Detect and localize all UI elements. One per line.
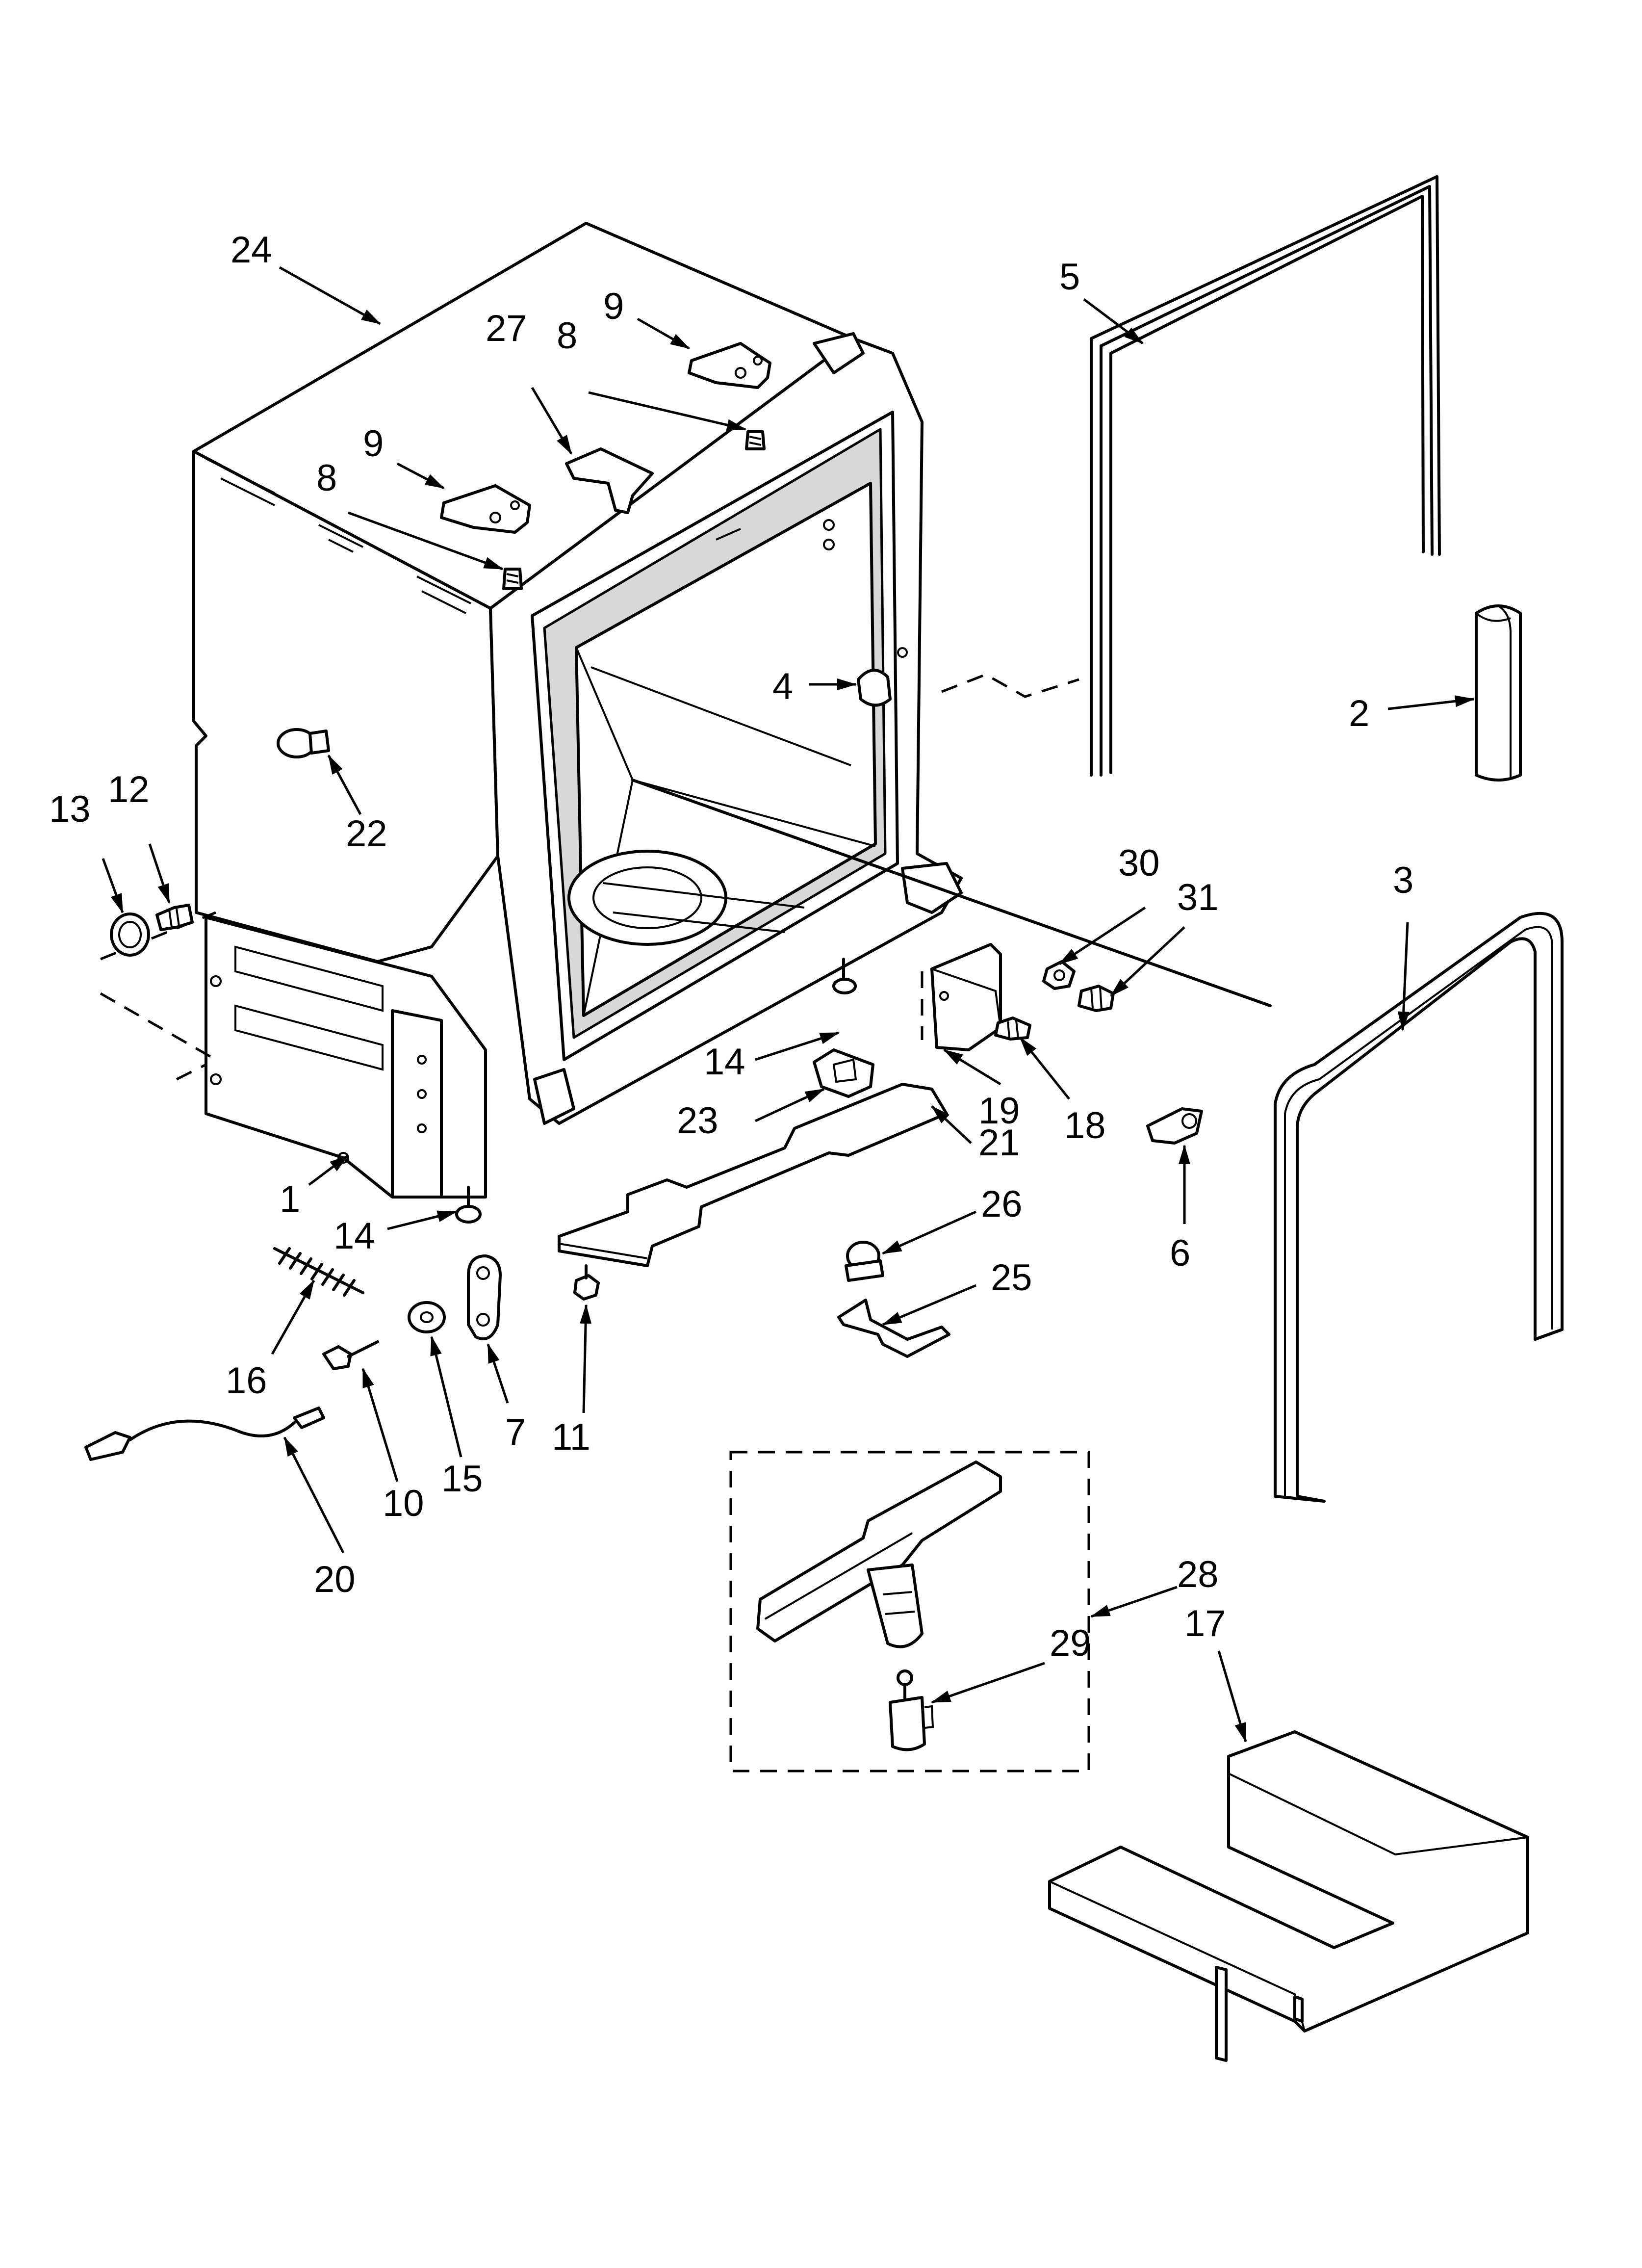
sensor-part-26 bbox=[845, 1241, 884, 1282]
callout-7: 7 bbox=[505, 1411, 526, 1453]
cable-part-20 bbox=[84, 1407, 325, 1461]
bracket-part-27 bbox=[565, 447, 654, 514]
clip-part-6 bbox=[1146, 1107, 1203, 1145]
callout-30: 30 bbox=[1118, 842, 1160, 884]
bracket-part-19 bbox=[921, 943, 1002, 1051]
callout-19: 19 bbox=[978, 1090, 1020, 1132]
washer-part-30 bbox=[1042, 960, 1076, 990]
callout-26: 26 bbox=[981, 1183, 1023, 1225]
pin-part-11 bbox=[573, 1264, 600, 1301]
clip-part-9-lower bbox=[440, 484, 531, 534]
callout-23: 23 bbox=[677, 1100, 718, 1142]
callout-28: 28 bbox=[1177, 1554, 1219, 1595]
callout-16: 16 bbox=[226, 1360, 267, 1402]
tube-part-2 bbox=[1475, 604, 1522, 782]
bracket-part-25 bbox=[837, 1299, 950, 1358]
panel-part-21 bbox=[558, 1083, 948, 1267]
callout-4: 4 bbox=[772, 666, 793, 707]
callout-27: 27 bbox=[486, 308, 527, 349]
callout-31: 31 bbox=[1177, 877, 1219, 918]
callout-29: 29 bbox=[1050, 1622, 1091, 1664]
callout-1: 1 bbox=[280, 1178, 300, 1220]
callout-15: 15 bbox=[441, 1458, 483, 1500]
callout-20: 20 bbox=[314, 1559, 356, 1600]
seal-part-3 bbox=[1274, 912, 1564, 1503]
base-panel-part-17 bbox=[1048, 1730, 1529, 2062]
kit-part-28 bbox=[729, 1451, 1090, 1773]
callout-21: 21 bbox=[978, 1122, 1020, 1164]
callout-25: 25 bbox=[991, 1257, 1032, 1299]
callout-8b: 8 bbox=[316, 457, 337, 499]
tub-assembly bbox=[100, 222, 1272, 1199]
callout-14b: 14 bbox=[334, 1215, 375, 1257]
callout-18: 18 bbox=[1064, 1105, 1106, 1147]
clip-part-9-upper bbox=[688, 342, 771, 389]
callout-11: 11 bbox=[552, 1416, 590, 1458]
callout-10: 10 bbox=[383, 1483, 424, 1524]
callout-5: 5 bbox=[1059, 256, 1080, 298]
link-part-7 bbox=[467, 1254, 502, 1340]
callout-3: 3 bbox=[1393, 860, 1413, 901]
screw-part-8-lower bbox=[502, 568, 523, 590]
callout-17: 17 bbox=[1184, 1603, 1226, 1644]
part-29 bbox=[889, 1669, 934, 1751]
spring-part-16 bbox=[273, 1247, 364, 1297]
washer-part-15 bbox=[408, 1301, 446, 1333]
callout-labels: 24 5 9 8 27 9 8 4 2 22 13 12 3 30 31 14 … bbox=[49, 229, 1413, 1664]
callout-13: 13 bbox=[49, 788, 91, 830]
screw-part-18 bbox=[994, 1017, 1031, 1041]
clip-part-23 bbox=[813, 1048, 874, 1098]
callout-9b: 9 bbox=[363, 423, 384, 465]
callout-6: 6 bbox=[1170, 1232, 1190, 1274]
callout-leaders bbox=[102, 266, 1475, 1743]
plug-part-4 bbox=[857, 647, 908, 707]
screw-part-31 bbox=[1078, 985, 1115, 1012]
callout-8a: 8 bbox=[557, 315, 577, 357]
screw-part-8-upper bbox=[745, 430, 766, 450]
callout-2: 2 bbox=[1349, 693, 1369, 734]
callout-14a: 14 bbox=[704, 1041, 745, 1083]
plug-part-22 bbox=[277, 728, 330, 758]
screw-part-12 bbox=[155, 904, 194, 931]
door-gasket-part-5 bbox=[1090, 175, 1441, 777]
callout-9a: 9 bbox=[603, 286, 624, 327]
leveling-leg-part-14-upper bbox=[832, 958, 857, 994]
wheel-part-13 bbox=[110, 912, 150, 957]
callout-24: 24 bbox=[231, 229, 272, 271]
callout-12: 12 bbox=[108, 769, 150, 810]
screw-part-10 bbox=[322, 1340, 379, 1370]
callout-22: 22 bbox=[346, 813, 387, 855]
